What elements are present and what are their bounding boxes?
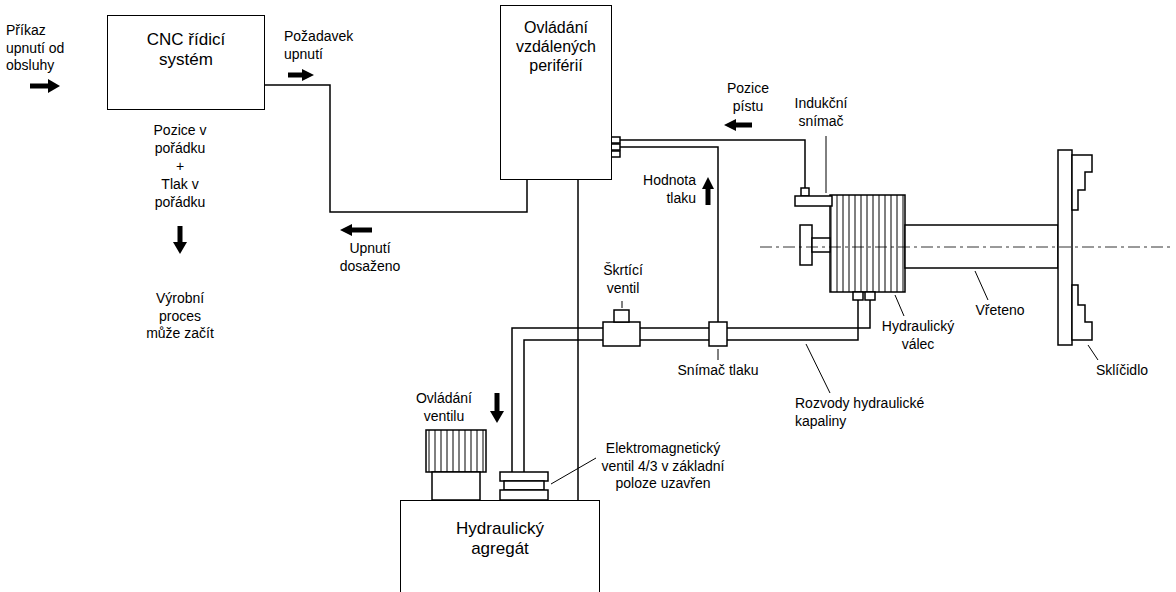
label-text: Škrtící ventil bbox=[603, 262, 643, 296]
leader-line bbox=[718, 349, 719, 360]
throttle-valve-body bbox=[603, 322, 640, 346]
spindle bbox=[905, 225, 1058, 268]
label-text: + bbox=[176, 158, 184, 174]
throttle-valve-knob bbox=[614, 310, 629, 322]
start-arrow bbox=[178, 226, 183, 244]
label-text: Vřeteno bbox=[975, 302, 1024, 318]
callout-label: Upnutí dosaženo bbox=[334, 240, 406, 275]
pressure-sensor bbox=[709, 322, 727, 346]
callout-label: Indukční snímač bbox=[788, 95, 854, 130]
signal-arrows bbox=[30, 69, 752, 423]
leader-line bbox=[826, 136, 827, 193]
solenoid-valve bbox=[500, 490, 548, 500]
components bbox=[426, 150, 1092, 500]
callout-label: Hydraulický válec bbox=[876, 318, 960, 353]
callout-label: Sklíčidlo bbox=[1082, 362, 1162, 380]
label-text: Výrobní proces může začít bbox=[146, 290, 214, 341]
callout-label: Elektromagnetický ventil 4/3 v základní … bbox=[592, 440, 734, 493]
solenoid-valve bbox=[504, 481, 544, 490]
label-text: Elektromagnetický ventil 4/3 v základní … bbox=[602, 440, 725, 491]
label-text: Upnutí dosaženo bbox=[340, 240, 401, 274]
request-arrow bbox=[288, 73, 304, 78]
callout-label: Ovládání ventilu bbox=[404, 390, 484, 425]
callout-label: + bbox=[135, 158, 225, 176]
process-box: CNC řídicí systém bbox=[107, 15, 265, 110]
process-box: Ovládání vzdálených periférií bbox=[500, 5, 612, 180]
callout-label: Pozice pístu bbox=[718, 80, 778, 115]
inductive-sensor bbox=[795, 196, 832, 206]
callout-label: Vřeteno bbox=[968, 302, 1032, 320]
pressure-wire bbox=[620, 147, 718, 322]
pressure-value-arrow bbox=[706, 187, 711, 205]
start-arrow-head bbox=[173, 242, 187, 254]
leader-line bbox=[895, 295, 904, 316]
label-text: Pozice pístu bbox=[727, 80, 769, 114]
label-text: Sklíčidlo bbox=[1096, 362, 1148, 378]
chuck-jaw bbox=[1072, 155, 1092, 210]
cylinder-port bbox=[865, 292, 875, 300]
leader-line bbox=[806, 344, 830, 393]
done-arrow bbox=[350, 228, 372, 233]
valve-control-arrow bbox=[495, 393, 500, 413]
label-text: Ovládání ventilu bbox=[416, 390, 472, 424]
piston-position-arrow bbox=[734, 123, 752, 128]
sensor-stub bbox=[801, 188, 809, 196]
callout-label: Pozice v pořádku bbox=[135, 122, 225, 157]
leader-lines bbox=[551, 136, 1098, 484]
pressure-value-arrow-head bbox=[702, 177, 714, 189]
leader-line bbox=[1088, 345, 1098, 360]
callout-label: Škrtící ventil bbox=[590, 262, 656, 297]
leader-line bbox=[975, 271, 988, 300]
label-text: Pozice v pořádku bbox=[154, 122, 207, 156]
signal-wire bbox=[577, 180, 579, 500]
label-text: Rozvody hydraulické kapaliny bbox=[795, 395, 924, 429]
valve-control-arrow-head bbox=[490, 411, 504, 423]
label-text: Snímač tlaku bbox=[678, 362, 759, 378]
motor-fins bbox=[426, 430, 486, 472]
tank-box: Hydraulický agregát bbox=[400, 500, 600, 592]
motor-base bbox=[432, 472, 480, 500]
box-text: Ovládání vzdálených periférií bbox=[506, 18, 606, 76]
label-text: Příkaz upnutí od obsluhy bbox=[6, 22, 64, 73]
leader-line bbox=[622, 301, 623, 308]
chuck-body bbox=[1058, 150, 1072, 345]
piston-hub bbox=[812, 238, 830, 252]
callout-label: Hodnota tlaku bbox=[640, 172, 696, 207]
signal-wire bbox=[265, 85, 527, 212]
done-arrow-head bbox=[340, 224, 352, 236]
callout-label: Příkaz upnutí od obsluhy bbox=[6, 22, 78, 75]
request-arrow-head bbox=[302, 69, 314, 81]
solenoid-valve bbox=[500, 472, 548, 481]
center-line bbox=[760, 247, 1172, 248]
label-text: Indukční snímač bbox=[795, 95, 848, 129]
callout-label: Rozvody hydraulické kapaliny bbox=[795, 395, 945, 430]
cylinder-port bbox=[853, 292, 863, 300]
hydraulic-cylinder bbox=[830, 195, 905, 292]
label-text: Hydraulický válec bbox=[882, 318, 954, 352]
callout-label: Výrobní proces může začít bbox=[145, 290, 215, 343]
label-text: Hodnota tlaku bbox=[643, 172, 696, 206]
command-arrow-head bbox=[48, 79, 60, 93]
box-text: Hydraulický agregát bbox=[435, 519, 565, 560]
label-text: Tlak v pořádku bbox=[155, 176, 206, 210]
callout-label: Požadavek upnutí bbox=[284, 28, 364, 63]
callout-label: Snímač tlaku bbox=[668, 362, 768, 380]
callout-label: Tlak v pořádku bbox=[135, 176, 225, 211]
piston-disk bbox=[800, 225, 812, 265]
command-arrow bbox=[30, 84, 50, 89]
label-text: Požadavek upnutí bbox=[284, 28, 353, 62]
leader-line bbox=[551, 458, 596, 484]
chuck-jaw bbox=[1072, 285, 1092, 340]
piston-position-arrow-head bbox=[724, 119, 736, 131]
box-text: CNC řídicí systém bbox=[130, 30, 242, 71]
